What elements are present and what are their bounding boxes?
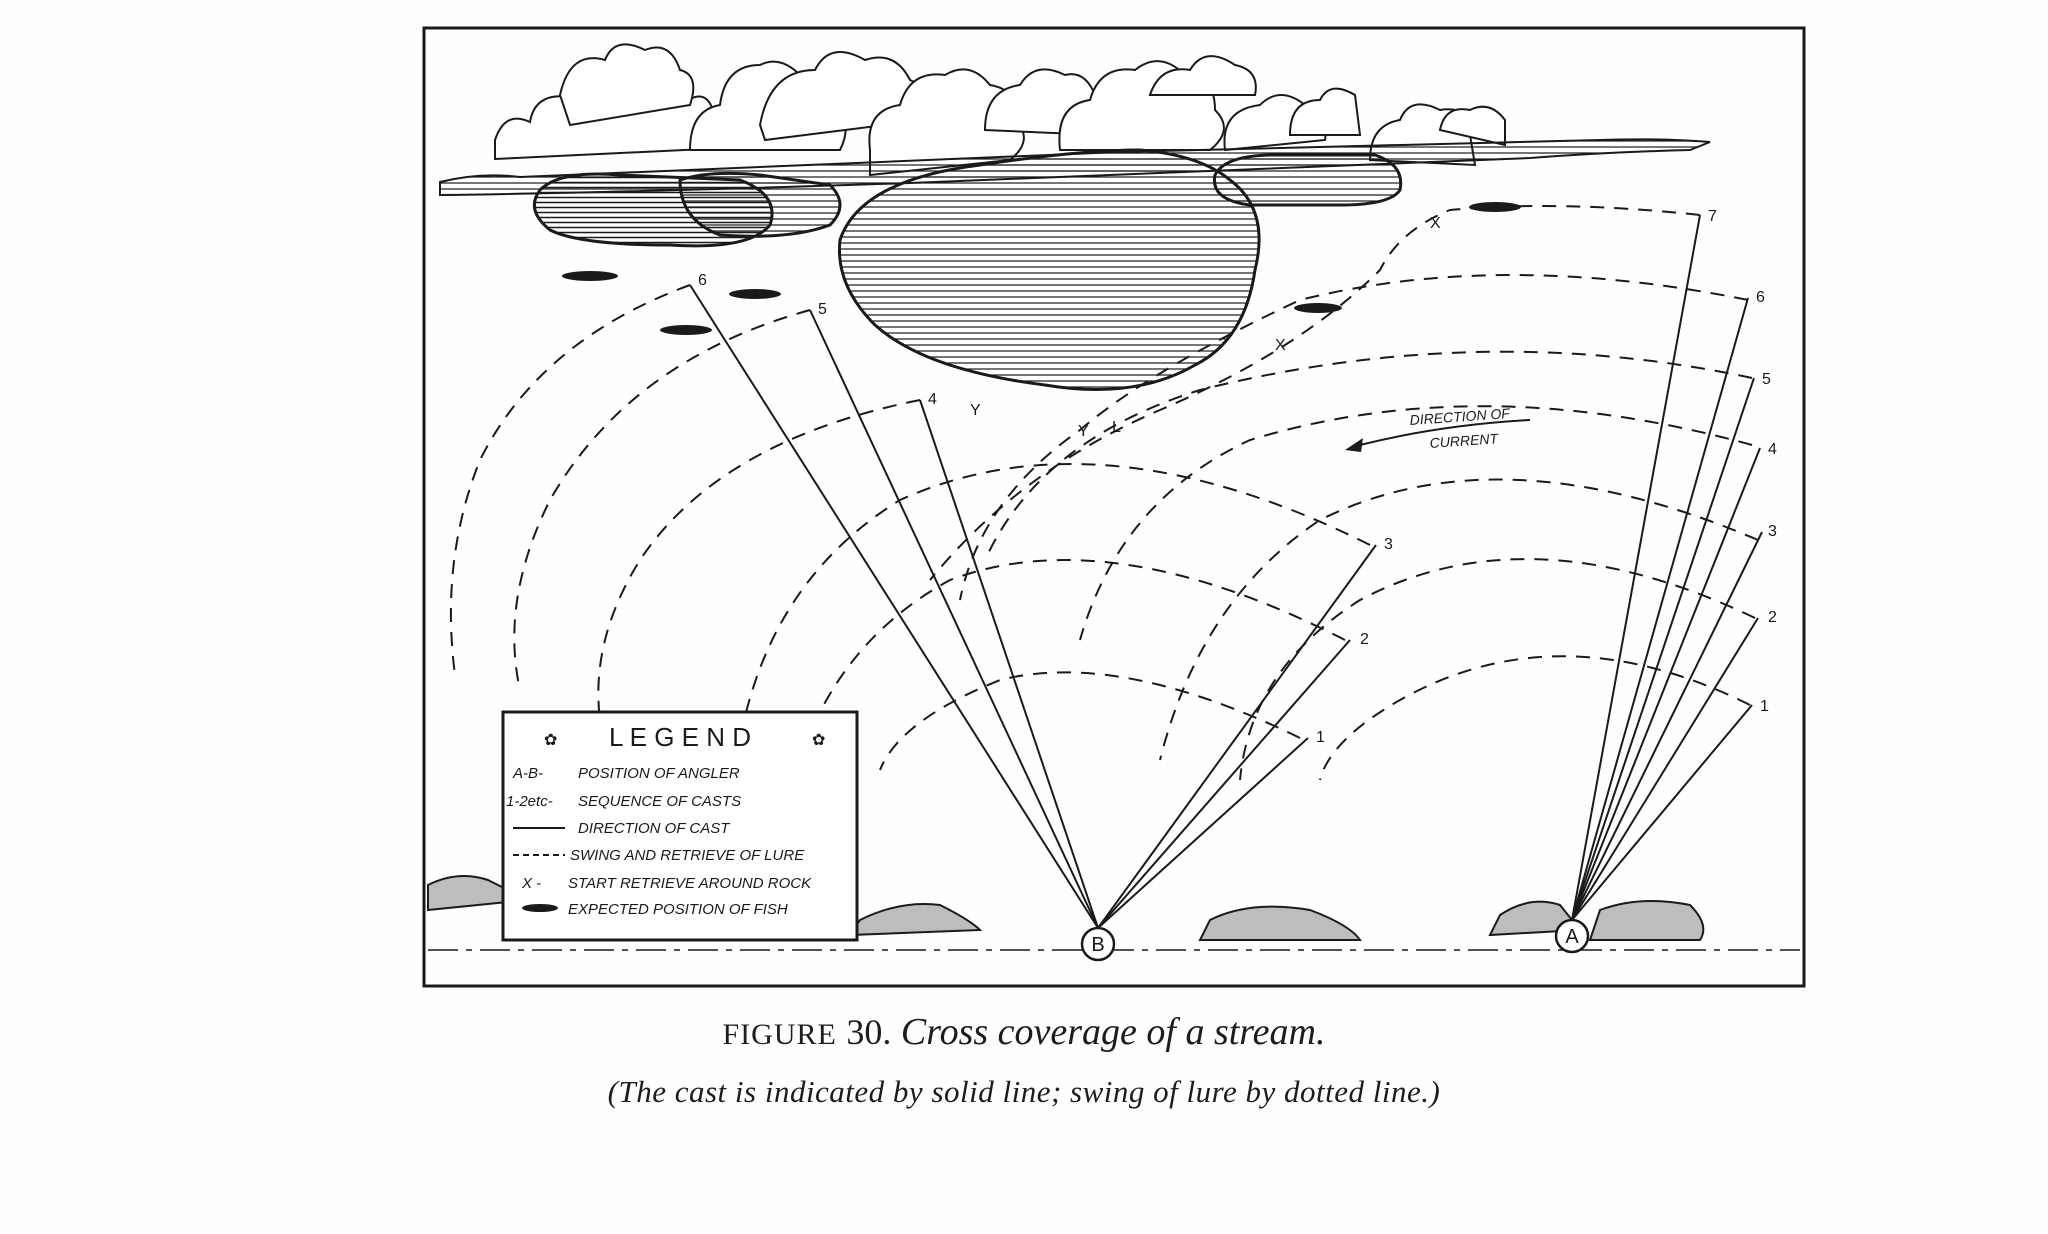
cast-labels-a: 1 2 3 4 5 6 7 xyxy=(1708,208,1777,715)
legend-text-2: DIRECTION OF CAST xyxy=(578,820,731,837)
svg-text:A: A xyxy=(1565,926,1579,948)
caption-title: Cross coverage of a stream. xyxy=(900,1011,1326,1053)
cast-label-a-1: 1 xyxy=(1760,698,1769,715)
cast-line-a-6 xyxy=(1571,297,1749,921)
legend-text-3: SWING AND RETRIEVE OF LURE xyxy=(570,847,805,864)
current-label-line2: CURRENT xyxy=(1429,430,1500,451)
legend-key-1: 1-2etc- xyxy=(506,793,553,810)
cast-line-a-1 xyxy=(1571,704,1753,921)
cast-line-b-5 xyxy=(809,309,1099,929)
cast-label-a-6: 6 xyxy=(1756,289,1765,306)
rock-marks: X X Y Y L xyxy=(970,215,1441,440)
svg-text:B: B xyxy=(1091,934,1104,956)
cast-line-a-4 xyxy=(1571,447,1761,921)
cast-label-b-1: 1 xyxy=(1316,729,1325,746)
near-bank-rocks xyxy=(427,875,1705,941)
cast-line-a-7 xyxy=(1571,214,1701,921)
legend: L E G E N D ✿ ✿ A-B- POSITION OF ANGLER … xyxy=(501,710,859,942)
legend-text-1: SEQUENCE OF CASTS xyxy=(578,793,741,810)
tree-line xyxy=(494,43,1506,177)
swing-arcs-b xyxy=(449,284,1371,771)
legend-flower-right-icon: ✿ xyxy=(812,730,825,749)
legend-text-5: EXPECTED POSITION OF FISH xyxy=(568,901,788,918)
cast-label-b-6: 6 xyxy=(698,272,707,289)
cast-line-b-2 xyxy=(1097,639,1351,929)
cast-line-a-2 xyxy=(1571,617,1759,921)
cast-label-a-7: 7 xyxy=(1708,208,1717,225)
caption-note: (The cast is indicated by solid line; sw… xyxy=(607,1074,1441,1109)
angler-b: B xyxy=(1080,926,1116,962)
legend-frame xyxy=(501,710,859,942)
cast-label-b-3: 3 xyxy=(1384,536,1393,553)
cast-label-b-2: 2 xyxy=(1360,631,1369,648)
legend-flower-left-icon: ✿ xyxy=(544,730,557,749)
legend-key-4: X - xyxy=(521,875,541,892)
caption-label: FIGURE xyxy=(722,1018,837,1051)
current-arrow xyxy=(1359,419,1531,446)
figure-frame xyxy=(422,26,1806,988)
cast-lines-a xyxy=(1571,214,1763,921)
mark-y-1: Y xyxy=(970,402,981,419)
cast-label-b-4: 4 xyxy=(928,391,937,408)
legend-text-0: POSITION OF ANGLER xyxy=(578,765,740,782)
cast-line-b-6 xyxy=(689,284,1099,929)
current-annotation: DIRECTION OF CURRENT xyxy=(1345,405,1531,452)
cast-label-b-5: 5 xyxy=(818,301,827,318)
cast-label-a-3: 3 xyxy=(1768,523,1777,540)
legend-key-0: A-B- xyxy=(512,765,543,782)
legend-text-4: START RETRIEVE AROUND ROCK xyxy=(568,875,812,892)
cast-labels-b: 1 2 3 4 5 6 xyxy=(698,272,1393,746)
caption-number: 30. xyxy=(846,1012,892,1052)
legend-title: L E G E N D xyxy=(609,722,751,752)
cast-line-b-3 xyxy=(1097,544,1377,929)
cast-line-a-3 xyxy=(1571,531,1763,921)
mark-x-2: X xyxy=(1275,337,1286,354)
cast-label-a-4: 4 xyxy=(1768,441,1777,458)
legend-fish-icon xyxy=(522,904,558,912)
cast-line-a-5 xyxy=(1571,377,1755,921)
mark-l: L xyxy=(1112,419,1121,436)
cast-label-a-5: 5 xyxy=(1762,371,1771,388)
mark-x-1: X xyxy=(1430,215,1441,232)
figure-caption: FIGURE 30. Cross coverage of a stream. xyxy=(0,1010,2048,1054)
angler-a: A xyxy=(1554,918,1590,954)
cast-line-b-1 xyxy=(1097,737,1309,929)
fish-marks xyxy=(562,202,1521,335)
boulders xyxy=(532,148,1403,391)
mark-y-2: Y xyxy=(1078,423,1089,440)
cast-lines-b xyxy=(689,284,1377,929)
cast-line-b-4 xyxy=(919,399,1099,929)
current-arrow-head xyxy=(1345,438,1363,452)
current-label-line1: DIRECTION OF xyxy=(1409,405,1512,428)
cast-label-a-2: 2 xyxy=(1768,609,1777,626)
